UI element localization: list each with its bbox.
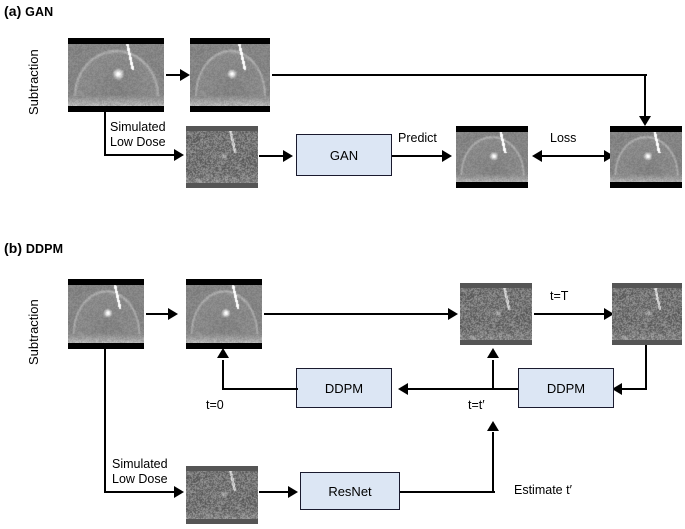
image-subtraction-b2 (186, 279, 262, 349)
ddpm-box-right-label: DDPM (546, 380, 586, 396)
t-prime-label: t=t′ (468, 398, 485, 412)
ddpm-box-left-label: DDPM (324, 380, 364, 396)
image-bar-top (68, 38, 164, 44)
panel-b-tag: (b) (4, 240, 23, 256)
arrow-noisy1-to-noisy2-line (534, 313, 608, 316)
subtraction-axis-label-b: Subtraction (26, 299, 41, 365)
image-bar-top (612, 283, 682, 288)
arrow-noisy2-to-ddpm2-h (620, 388, 647, 391)
arrow-resnet-right (400, 491, 495, 494)
arrow-noisy2-to-ddpm2-head (612, 383, 622, 395)
branch-a1-lowdose-head (174, 149, 184, 161)
panel-a-title: GAN (25, 5, 54, 19)
arrow-gan-to-predict-head (442, 150, 452, 162)
image-bar-top (68, 279, 144, 285)
image-bar-top (456, 126, 528, 132)
arrow-b2-to-noisy1-head (448, 308, 458, 320)
arrow-a1-to-a2-line (166, 74, 182, 77)
resnet-box-label: ResNet (328, 483, 372, 499)
arrow-b2-to-noisy1-line (264, 313, 450, 316)
arrow-noisy2-down (645, 345, 648, 390)
arrow-lowdose-to-resnet-head (288, 486, 298, 498)
loss-label: Loss (550, 131, 577, 145)
image-low-dose-a (186, 126, 258, 188)
simulated-label-line2-b: Low Dose (112, 472, 168, 486)
branch-a1-down (104, 110, 107, 156)
loss-arrow-line (538, 155, 608, 158)
image-noisy-b2 (612, 283, 682, 345)
ddpm-box-left[interactable]: DDPM (296, 368, 392, 408)
gan-box-label: GAN (329, 147, 359, 163)
arrow-lowdose-to-gan-line (259, 155, 285, 158)
arrow-ddpm2-to-junction (404, 388, 518, 391)
t-capital-label: t=T (550, 289, 569, 303)
image-bar-top (190, 38, 270, 44)
image-subtraction-b1 (68, 279, 144, 349)
t-zero-label: t=0 (206, 398, 224, 412)
arrow-junction-up-head (487, 348, 499, 358)
branch-b1-to-lowdose (104, 491, 176, 494)
simulated-label-line2: Low Dose (110, 135, 166, 149)
loss-arrow-head-left (532, 150, 542, 162)
arrow-a2-to-target-h (272, 74, 647, 77)
simulated-label-line1: Simulated (110, 120, 166, 134)
image-noisy-b1 (460, 283, 532, 345)
predict-label: Predict (398, 131, 437, 145)
image-bar-bottom (610, 182, 682, 188)
image-bar-top (186, 126, 258, 131)
arrow-junction-up-to-noisy1 (492, 360, 495, 389)
image-low-dose-b (186, 466, 258, 524)
arrow-resnet-up-head (487, 421, 499, 431)
simulated-low-dose-label-a: Simulated Low Dose (110, 120, 166, 150)
arrow-gan-to-predict-line (392, 155, 444, 158)
image-bar-top (186, 466, 258, 471)
image-bar-bottom (68, 106, 164, 112)
branch-b1-lowdose-head (174, 486, 184, 498)
panel-a-heading: (a) GAN (4, 3, 53, 19)
image-predict-a (456, 126, 528, 188)
arrow-ddpm1-up (222, 360, 225, 389)
gan-box[interactable]: GAN (296, 134, 392, 176)
image-bar-bottom (186, 343, 262, 349)
image-bar-bottom (68, 343, 144, 349)
panel-b-title: DDPM (25, 242, 64, 256)
simulated-low-dose-label-b: Simulated Low Dose (112, 457, 168, 487)
image-target-a (610, 126, 682, 188)
arrow-lowdose-to-resnet-line (259, 491, 291, 494)
arrow-noisy1-to-noisy2-head (604, 308, 614, 320)
image-bar-bottom (186, 519, 258, 524)
panel-a-tag: (a) (4, 3, 22, 19)
arrow-a1-to-a2-head (180, 69, 190, 81)
arrow-lowdose-to-gan-head (283, 150, 293, 162)
image-bar-bottom (460, 340, 532, 345)
arrow-a2-to-target-head (639, 116, 651, 126)
arrow-a2-to-target-v (644, 74, 647, 120)
image-subtraction-a2 (190, 38, 270, 112)
arrow-ddpm1-to-left (222, 388, 298, 391)
simulated-label-line1-b: Simulated (112, 457, 168, 471)
image-bar-top (186, 279, 262, 285)
loss-arrow-head-right (604, 150, 614, 162)
arrow-b1-to-b2-head (168, 308, 178, 320)
branch-a1-to-lowdose (104, 154, 176, 157)
ddpm-box-right[interactable]: DDPM (518, 368, 614, 408)
image-bar-bottom (456, 182, 528, 188)
image-bar-top (610, 126, 682, 132)
image-bar-top (460, 283, 532, 288)
image-bar-bottom (190, 106, 270, 112)
image-bar-bottom (186, 183, 258, 188)
arrow-resnet-up (492, 432, 495, 492)
arrow-b1-to-b2-line (146, 313, 170, 316)
arrow-ddpm1-up-head (217, 348, 229, 358)
resnet-box[interactable]: ResNet (300, 472, 400, 510)
image-bar-bottom (612, 340, 682, 345)
branch-b1-down (104, 347, 107, 493)
estimate-t-label: Estimate t′ (514, 483, 572, 497)
arrow-ddpm2-to-ddpm1-head (398, 383, 408, 395)
subtraction-axis-label-a: Subtraction (26, 49, 41, 115)
image-subtraction-a1 (68, 38, 164, 112)
panel-b-heading: (b) DDPM (4, 240, 63, 256)
